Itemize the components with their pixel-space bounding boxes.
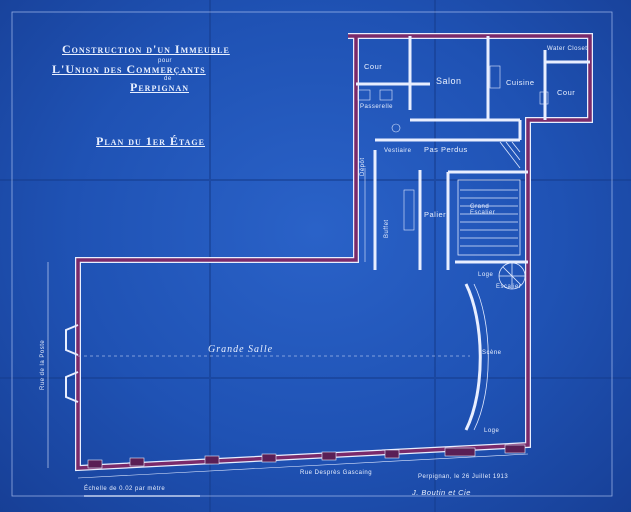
room-passerelle: Passerelle (360, 104, 394, 110)
room-palier: Palier (424, 210, 447, 219)
plan-title: Plan du 1er Étage (96, 134, 205, 148)
title-de: de (164, 76, 172, 82)
room-vestiaire: Vestiaire (384, 148, 412, 154)
room-escalier: Escalier (496, 284, 522, 290)
spiral-staircase (498, 262, 526, 290)
title-pour: pour (158, 58, 173, 64)
sheet-border (11, 11, 613, 497)
room-grand-escalier: Grand Escalier (470, 204, 496, 216)
street-bottom: Rue Desprès Gascaing (300, 470, 373, 476)
signature-name: J. Boutin et Cie (412, 488, 471, 497)
window-piers (87, 444, 526, 469)
signature-date: Perpignan, le 26 Juillet 1913 (418, 474, 509, 480)
title-line2: L'Union des Commerçants (52, 62, 206, 76)
room-pas-perdus: Pas Perdus (424, 145, 468, 154)
title-line1: Construction d'un Immeuble (62, 42, 230, 56)
room-loge-top: Loge (478, 272, 494, 278)
dimension-lines (47, 168, 529, 479)
title-line3: Perpignan (130, 80, 189, 94)
left-bays (65, 324, 79, 403)
staircase (457, 141, 521, 256)
fixtures (357, 65, 549, 231)
interior-walls (356, 36, 590, 270)
room-cour-right: Cour (557, 88, 576, 97)
room-water-closet: Water Closet (547, 46, 588, 52)
room-grande-salle: Grande Salle (208, 344, 274, 355)
room-salon: Salon (436, 76, 462, 86)
stage-front (464, 283, 482, 431)
room-scene: Scène (482, 350, 502, 356)
room-loge-bottom: Loge (484, 428, 500, 434)
scale-label: Échelle de 0.02 par mètre (84, 486, 166, 492)
room-cour-left: Cour (364, 62, 383, 71)
room-cuisine: Cuisine (506, 78, 535, 87)
